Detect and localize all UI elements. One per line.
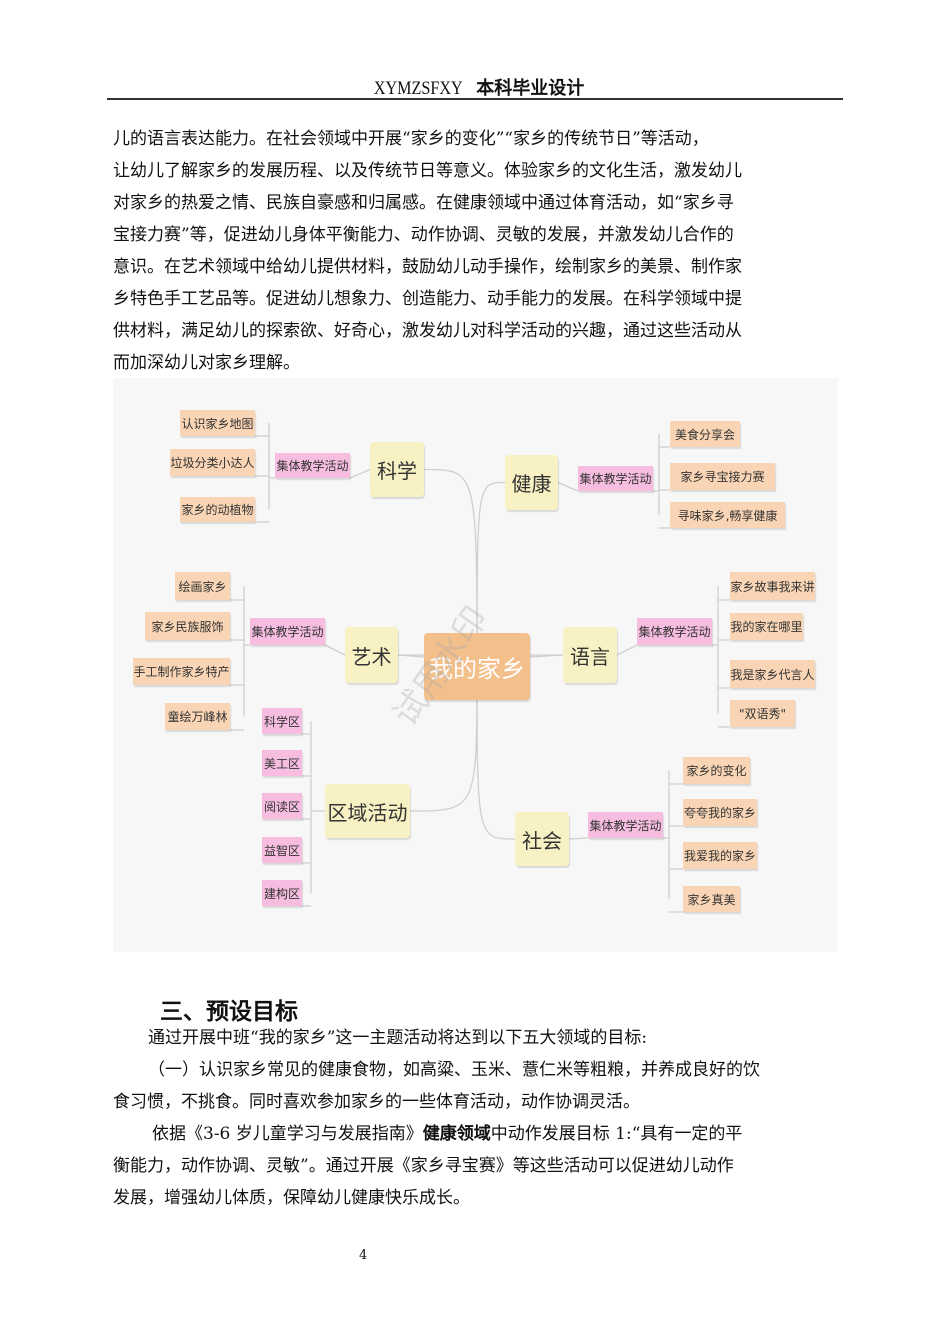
leaf-node: 我的家在哪里 (730, 613, 803, 640)
leaf-node: 垃圾分类小达人 (170, 449, 255, 476)
goal1-line2: 食习惯，不挑食。同时喜欢参加家乡的一些体育活动，动作协调灵活。 (113, 1092, 640, 1112)
basis-line2: 衡能力，动作协调、灵敏”。通过开展《家乡寻宝赛》等这些活动可以促进幼儿动作 (113, 1156, 734, 1176)
connector-line (349, 468, 371, 479)
branch-node-0: 科学 (370, 442, 424, 497)
connector-line (557, 481, 579, 492)
leaf-node: 美食分享会 (670, 421, 740, 447)
branch-node-4: 区域活动 (325, 784, 410, 838)
branch-node-2: 艺术 (345, 627, 398, 683)
leaf-node: 手工制作家乡特产 (133, 658, 230, 685)
mindmap-figure: 集体教学活动认识家乡地图垃圾分类小达人家乡的动植物科学集体教学活动美食分享会家乡… (113, 378, 838, 952)
leaf-node: 美工区 (262, 750, 302, 776)
activity-node: 集体教学活动 (637, 618, 712, 645)
section-title: 三、预设目标 (160, 999, 298, 1025)
leaf-node: 我是家乡代言人 (730, 660, 815, 688)
connector-line (397, 654, 425, 658)
header-rule (107, 98, 843, 100)
leaf-node: 夸夸我的家乡 (683, 799, 757, 826)
section-intro: 通过开展中班“我的家乡”这一主题活动将达到以下五大领域的目标: (148, 1028, 648, 1048)
basis-line1: 依据《3-6 岁儿童学习与发展指南》健康领域中动作发展目标 1:“具有一定的平 (152, 1124, 742, 1144)
basis-text-2: 中动作发展目标 1:“具有一定的平 (490, 1124, 743, 1144)
paragraph-line: 儿的语言表达能力。在社会领域中开展“家乡的变化”“家乡的传统节日”等活动， (113, 129, 709, 149)
activity-node: 集体教学活动 (275, 453, 350, 478)
basis-text: 依据《3-6 岁儿童学习与发展指南》 (152, 1124, 423, 1144)
connector-line (476, 666, 516, 840)
leaf-node: 科学区 (262, 708, 302, 734)
page-number: 4 (359, 1248, 368, 1263)
page-header: XYMZSFXY 本科毕业设计 (0, 74, 950, 100)
leaf-node: 建构区 (262, 880, 302, 906)
mindmap-connectors (230, 423, 730, 913)
leaf-node: 绘画家乡 (175, 572, 230, 600)
leaf-node: 家乡寻宝接力赛 (670, 463, 775, 490)
connector-line (616, 644, 638, 656)
leaf-node: 寻味家乡,畅享健康 (670, 502, 785, 528)
basis-bold: 健康领域 (422, 1124, 491, 1144)
branch-node-5: 社会 (515, 812, 569, 866)
connector-line (476, 481, 506, 668)
branch-node-1: 健康 (505, 455, 558, 510)
leaf-node: 阅读区 (262, 793, 302, 819)
leaf-node: 童绘万峰林 (165, 703, 230, 730)
paragraph-line: 对家乡的热爱之情、民族自豪感和归属感。在健康领域中通过体育活动，如“家乡寻 (113, 193, 734, 213)
header-title: 本科毕业设计 (476, 78, 585, 99)
activity-node: 集体教学活动 (588, 812, 663, 838)
leaf-node: 家乡故事我来讲 (730, 572, 815, 600)
paragraph-line: 而加深幼儿对家乡理解。 (113, 353, 300, 373)
activity-node: 集体教学活动 (250, 618, 325, 645)
leaf-node: 家乡真美 (683, 886, 740, 912)
goal1-line1: （一）认识家乡常见的健康食物，如高粱、玉米、薏仁米等粗粮，并养成良好的饮 (148, 1060, 760, 1080)
basis-line3: 发展，增强幼儿体质，保障幼儿健康快乐成长。 (113, 1188, 470, 1208)
connector-line (324, 644, 346, 656)
paragraph-line: 供材料，满足幼儿的探索欲、好奇心，激发幼儿对科学活动的兴趣，通过这些活动从 (113, 321, 742, 341)
leaf-node: 家乡的变化 (683, 757, 750, 784)
paragraph-line: 让幼儿了解家乡的发展历程、以及传统节日等意义。体验家乡的文化生活，激发幼儿 (113, 161, 742, 181)
paragraph-line: 宝接力赛”等，促进幼儿身体平衡能力、动作协调、灵敏的发展，并激发幼儿合作的 (113, 225, 734, 245)
header-code: XYMZSFXY (373, 78, 463, 99)
leaf-node: 家乡的动植物 (180, 497, 255, 522)
connector-line (529, 654, 564, 658)
connector-line (568, 837, 589, 840)
paragraph-line: 意识。在艺术领域中给幼儿提供材料，鼓励幼儿动手操作，绘制家乡的美景、制作家 (113, 257, 742, 277)
paragraph-line: 乡特色手工艺品等。促进幼儿想象力、创造能力、动手能力的发展。在科学领域中提 (113, 289, 742, 309)
leaf-node: 我爱我的家乡 (683, 842, 757, 869)
leaf-node: "双语秀" (730, 700, 795, 727)
leaf-node: 家乡民族服饰 (145, 612, 230, 640)
activity-node: 集体教学活动 (578, 466, 653, 491)
leaf-node: 益智区 (262, 837, 302, 863)
branch-node-3: 语言 (563, 627, 617, 683)
center-node: 我的家乡 (424, 633, 530, 700)
leaf-node: 认识家乡地图 (180, 410, 255, 436)
